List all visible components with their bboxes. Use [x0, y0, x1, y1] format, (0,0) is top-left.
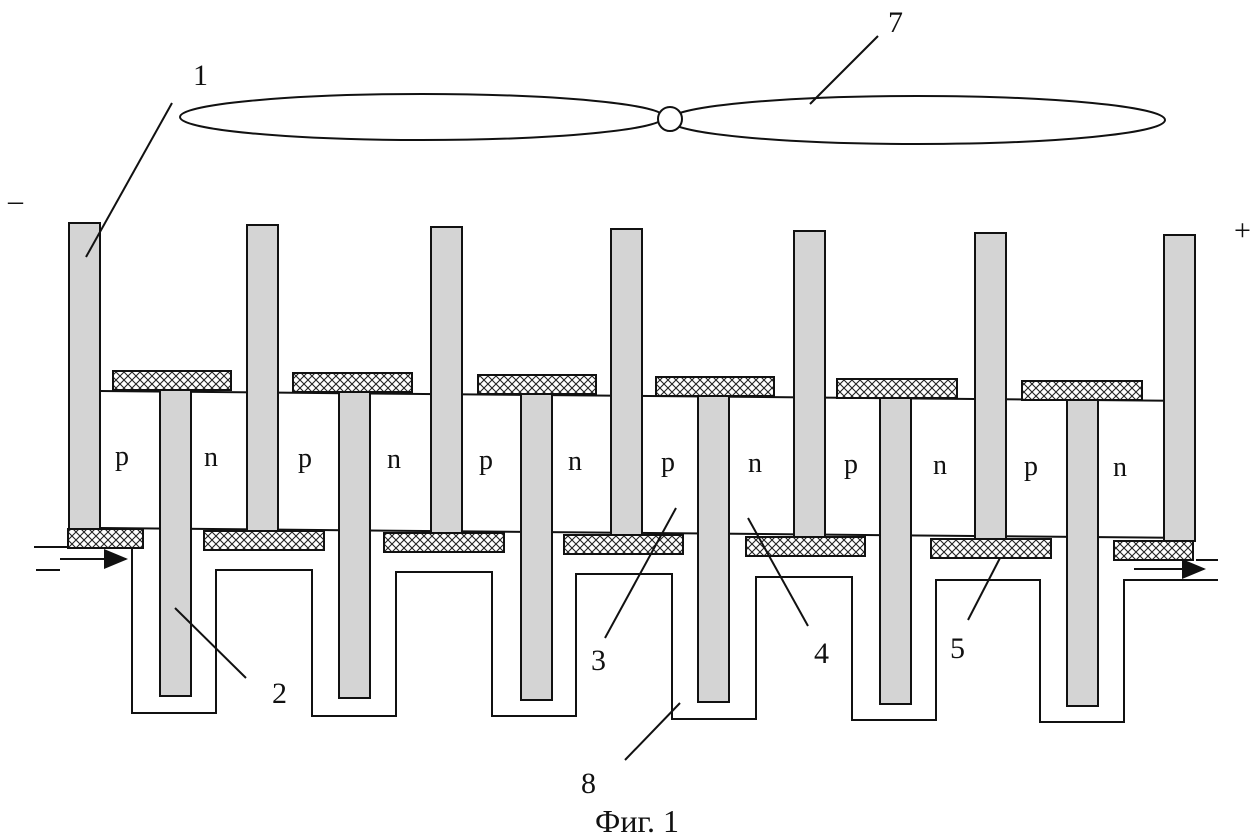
- propeller-hub: [658, 107, 682, 131]
- n-type-label: n: [204, 442, 218, 473]
- lower-plate: [160, 390, 191, 696]
- callout-1: 1: [193, 59, 208, 92]
- lower-plate: [339, 392, 370, 698]
- upper-plate: [1164, 235, 1195, 541]
- callout-numbers: 1 2 3 4 5 7 8: [193, 6, 965, 800]
- upper-plate: [247, 225, 278, 531]
- plus-terminal-label: +: [1234, 214, 1251, 247]
- lower-plate: [698, 396, 729, 702]
- propeller: [180, 94, 1165, 144]
- figure-caption: Фиг. 1: [595, 803, 679, 839]
- p-type-label: p: [115, 441, 129, 472]
- p-type-label: p: [479, 445, 493, 476]
- leader-line-7: [810, 36, 878, 104]
- lower-plate: [1067, 400, 1098, 706]
- insulator-pad: [478, 375, 596, 394]
- lower-plate: [521, 394, 552, 700]
- n-type-label: n: [933, 450, 947, 481]
- insulator-pad: [1022, 381, 1142, 400]
- upper-plate: [794, 231, 825, 537]
- n-type-label: n: [387, 444, 401, 475]
- insulator-pad: [204, 531, 324, 550]
- insulator-pad: [384, 533, 504, 552]
- insulator-pad: [931, 539, 1051, 558]
- callout-8: 8: [581, 767, 596, 800]
- upper-plate: [611, 229, 642, 535]
- p-type-label: p: [844, 449, 858, 480]
- callout-3: 3: [591, 644, 606, 677]
- callout-4: 4: [814, 637, 829, 670]
- callout-5: 5: [950, 632, 965, 665]
- p-type-label: p: [1024, 451, 1038, 482]
- callout-7: 7: [888, 6, 903, 39]
- n-type-label: n: [748, 448, 762, 479]
- upper-plate: [69, 223, 100, 529]
- n-type-label: n: [568, 446, 582, 477]
- lower-plate: [880, 398, 911, 704]
- insulator-pad: [656, 377, 774, 396]
- minus-terminal-label: –: [7, 184, 24, 217]
- p-type-label: p: [298, 443, 312, 474]
- insulator-pad: [564, 535, 683, 554]
- insulator-pad: [837, 379, 957, 398]
- leader-line-5: [968, 558, 1000, 620]
- propeller-blade-right: [669, 96, 1165, 144]
- insulator-pad: [293, 373, 412, 392]
- callout-2: 2: [272, 677, 287, 710]
- upper-plate: [431, 227, 462, 533]
- insulator-pad: [68, 529, 143, 548]
- insulator-pad: [113, 371, 231, 390]
- n-type-label: n: [1113, 452, 1127, 483]
- upper-plate: [975, 233, 1006, 539]
- propeller-blade-left: [180, 94, 664, 140]
- heat-exchanger-channel: [34, 547, 1218, 722]
- leader-line-8: [625, 703, 680, 760]
- p-type-label: p: [661, 447, 675, 478]
- insulator-pad: [1114, 541, 1193, 560]
- leader-line-1: [86, 103, 172, 257]
